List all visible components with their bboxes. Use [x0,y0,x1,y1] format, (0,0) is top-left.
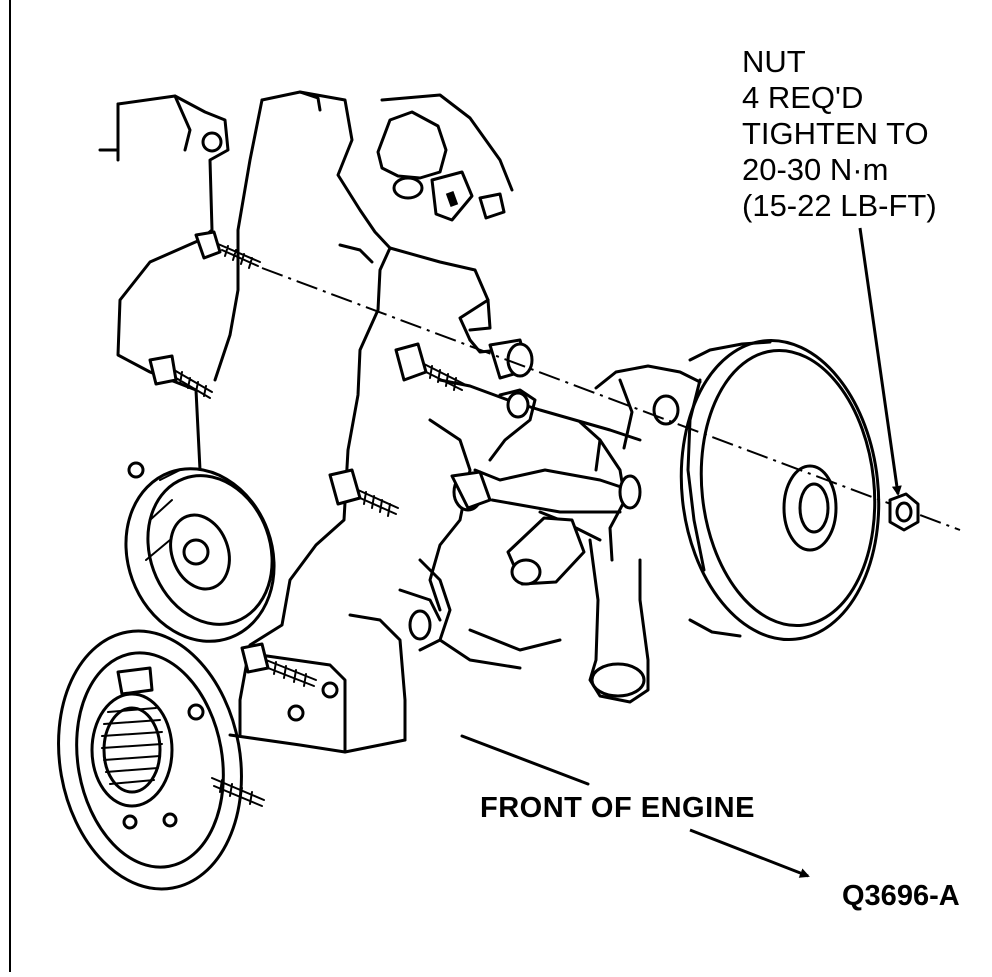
callout-leader-arrow [858,227,902,496]
front-indicator-line [460,734,590,786]
figure-id: Q3696-A [842,880,960,912]
callout-line-2: 4 REQ'D [742,80,864,115]
pulley-nut [888,492,920,532]
callout-line-1: NUT [742,44,806,79]
front-direction-arrow [689,828,810,878]
water-pump-pulley [679,338,881,642]
nut-callout-text: NUT 4 REQ'D TIGHTEN TO 20-30 N·m (15-22 … [742,44,937,224]
callout-line-4: 20-30 N·m [742,152,889,187]
stud-mid-left [148,354,213,399]
stud-upper-left [194,230,261,269]
callout-line-3: TIGHTEN TO [742,116,929,151]
timing-cover [98,90,522,754]
stud-bottom [211,777,265,807]
crankshaft-damper [57,461,243,891]
alignment-centerline [261,267,961,531]
callout-line-5: (15-22 LB-FT) [742,188,937,223]
idler-pulley [124,467,276,643]
stud-center-2 [328,468,399,517]
front-of-engine-label: FRONT OF ENGINE [480,792,755,824]
water-pump-housing [408,338,702,704]
sensor-unit [376,110,506,222]
stud-lower [240,642,317,687]
